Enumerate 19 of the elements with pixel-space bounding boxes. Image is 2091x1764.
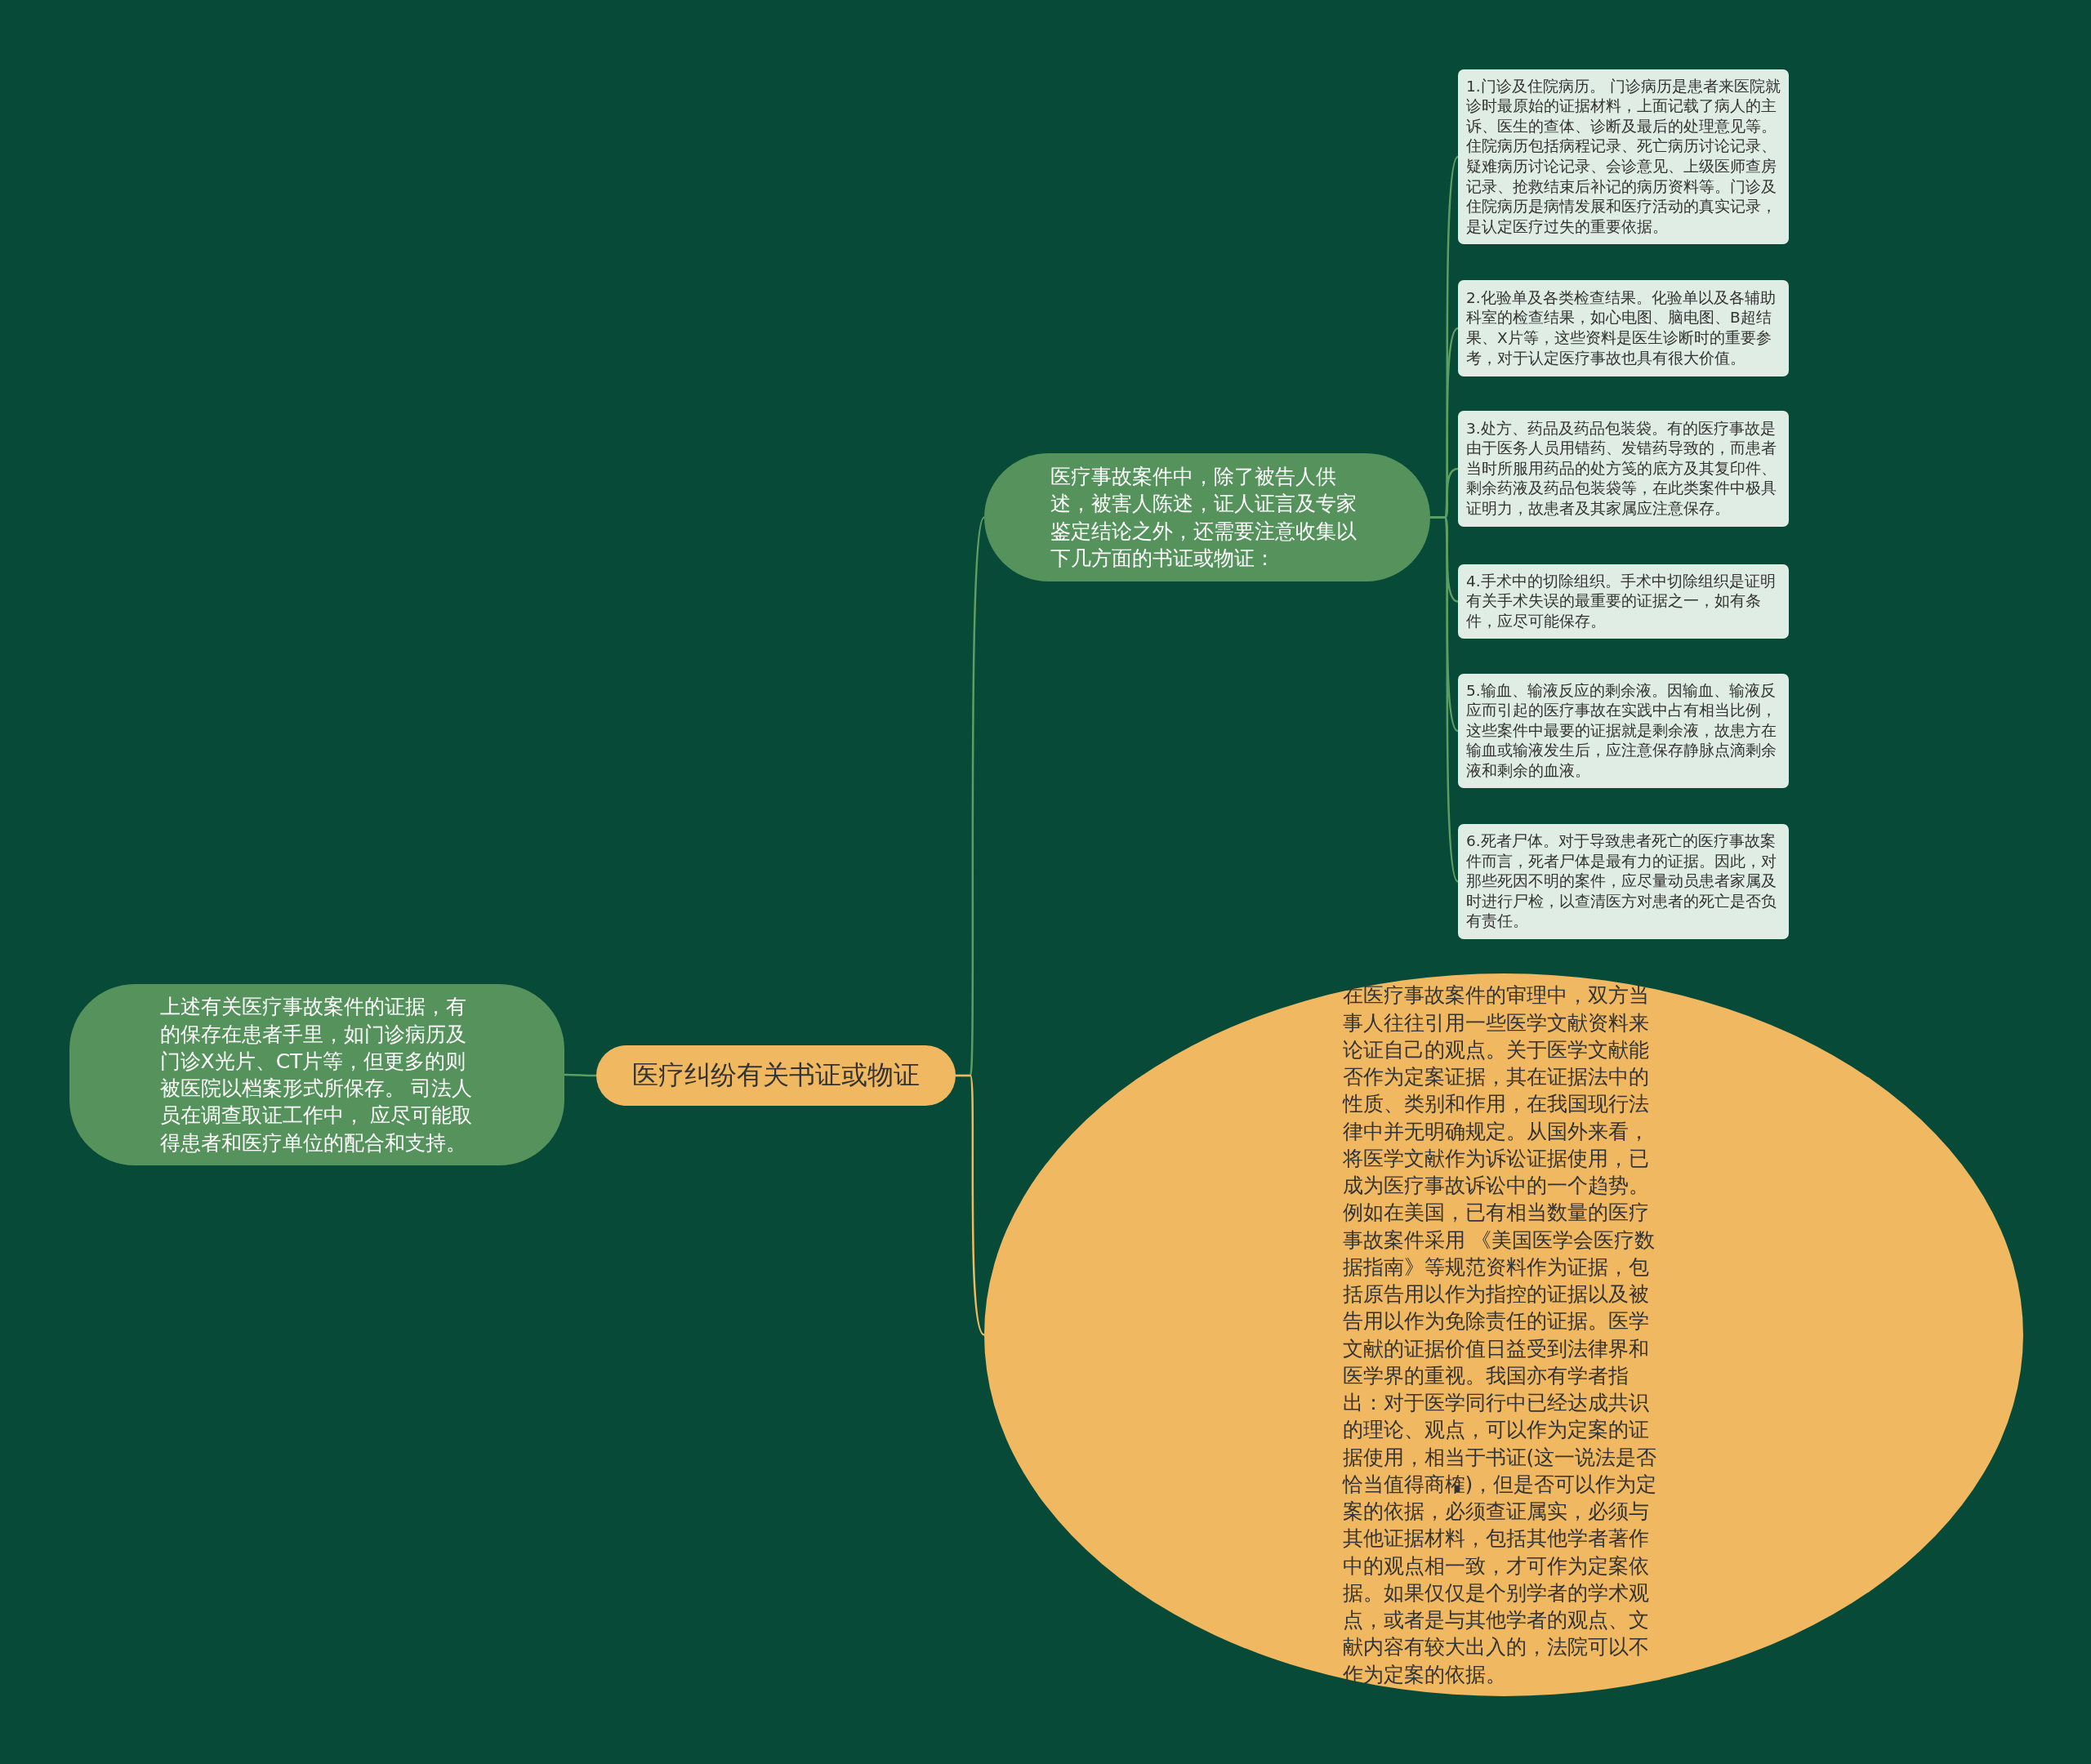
node-text: 2.化验单及各类检查结果。化验单以及各辅助科室的检查结果，如心电图、脑电图、B超结果、X片等，这些资料是医生诊断时的重要参考，对于认定医疗事故也具有很大价值。 (1466, 287, 1777, 368)
connector-line (956, 1074, 985, 1336)
detail-box (1458, 674, 1789, 788)
branch-box (69, 984, 564, 1165)
connector-line (1430, 516, 1460, 883)
detail-box (1458, 411, 1789, 527)
connector-line (564, 1073, 596, 1077)
node-text: 4.手术中的切除组织。手术中切除组织是证明有关手术失误的最重要的证据之一，如有条件，应尽可能保存。 (1466, 571, 1777, 631)
node-text: 3.处方、药品及药品包装袋。有的医疗事故是由于医务人员用错药、发错药导致的，而患者当时所服用药品的处方笺的底方及其复印件、剩余药液及药品包装袋等，在此类案件中极具证明力，故患者及其家属应注意保存。 (1466, 418, 1777, 519)
node-text: 医疗事故案件中，除了被告人供述，被害人陈述，证人证言及专家鉴定结论之外，还需要注意收集以下几方面的书证或物证： (1050, 464, 1358, 572)
detail-box (1458, 824, 1789, 939)
node-text: 1.门诊及住院病历。 门诊病历是患者来医院就诊时最原始的证据材料，上面记载了病人的主诉、医生的查体、诊断及最后的处理意见等。住院病历包括病程记录、死亡病历讨论记录、疑难病历讨论记录、会诊意见、上级医师查房记录、抢救结束后补记的病历资料等。门诊及住院病历是病情发展和医疗活动的真实记录，是认定医疗过失的重要依据。 (1466, 76, 1781, 237)
node-text: 医疗纠纷有关书证或物证 (632, 1058, 920, 1093)
node-text: 上述有关医疗事故案件的证据，有的保存在患者手里，如门诊病历及门诊X光片、CT片等，但更多的则被医院以档案形式所保存。 司法人员在调查取证工作中， 应尽可能取得患者和医疗单位的配合和支持。 (159, 994, 474, 1156)
detail-box (1458, 564, 1789, 639)
detail-box (1458, 280, 1789, 376)
node-text: 5.输血、输液反应的剩余液。因输血、输液反应而引起的医疗事故在实践中占有相当比例，这些案件中最要的证据就是剩余液，故患方在输血或输液发生后，应注意保存静脉点滴剩余液和剩余的血液。 (1466, 680, 1777, 781)
node-text: 6.死者尸体。对于导致患者死亡的医疗事故案件而言，死者尸体是最有力的证据。因此，对那些死因不明的案件，应尽量动员患者家属及时进行尸检，以查清医方对患者的死亡是否负有责任。 (1466, 831, 1777, 932)
node-text: 在医疗事故案件的审理中，双方当事人往往引用一些医学文献资料来论证自己的观点。关于医学文献能否作为定案证据，其在证据法中的性质、类别和作用，在我国现行法律中并无明确规定。从国外来看，将医学文献作为诉讼证据使用，已成为医疗事故诉讼中的一个趋势。例如在美国，已有相当数量的医疗事故案件采用 《美国医学会医疗数据指南》等规范资料作为证据，包括原告用以作为指控的证据以及被告用以作为免除责任的证据。医学文献的证据价值日益受到法律界和医学界的重视。我国亦有学者指出：对于医学同行中已经达成共识的理论、观点，可以作为定案的证据使用，相当于书证(这一说法是否恰当值得商榷)，但是否可以作为定案的依据，必须查证属实，必须与其他证据材料，包括其他学者著作中的观点相一致，才可作为定案依据。如果仅仅是个别学者的学术观点，或者是与其他学者的观点、文献内容有较大出入的，法院可以不作为定案的依据。 (1342, 982, 1658, 1688)
